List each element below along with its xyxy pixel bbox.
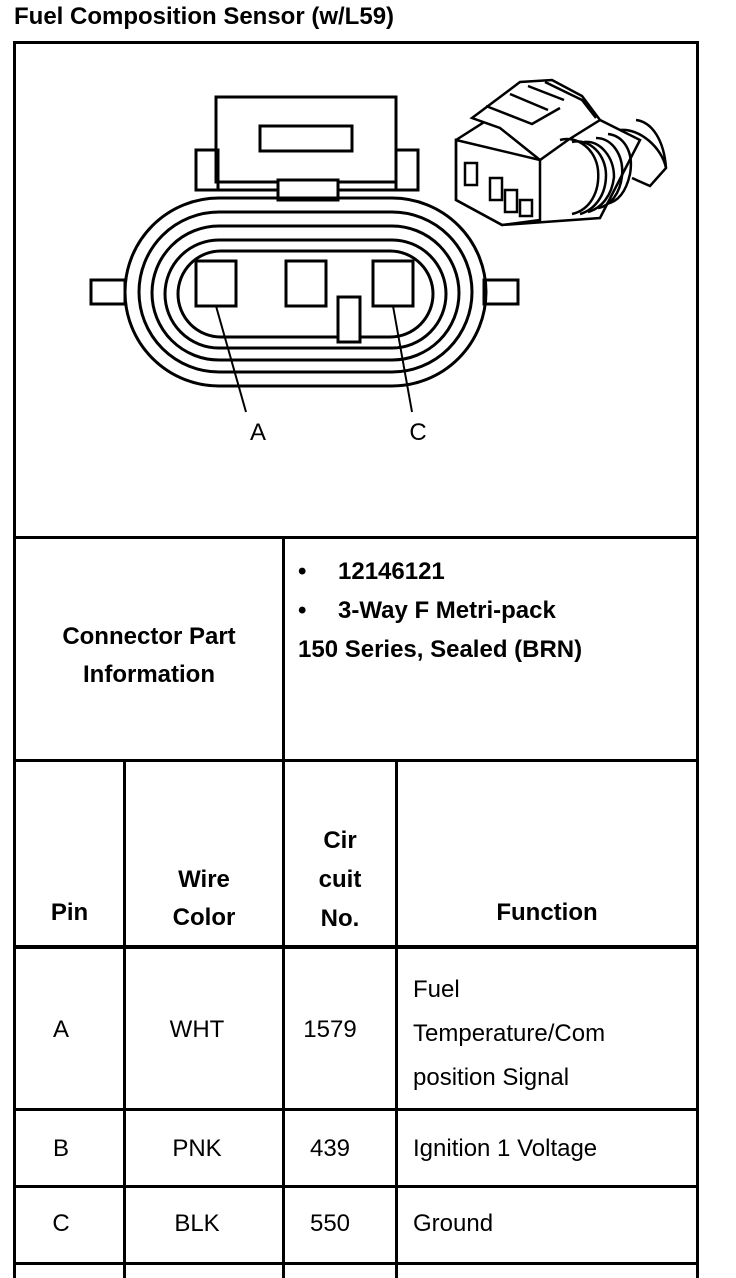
- table-border: [13, 536, 699, 539]
- header-pin: Pin: [50, 899, 89, 926]
- connector-type-item: • 3-Way F Metri-pack: [298, 597, 556, 625]
- table-border: [13, 945, 699, 949]
- row-b-pin: B: [52, 1135, 69, 1162]
- table-border: [13, 41, 16, 1278]
- row-a-function-line2: Temperature/Com: [413, 1020, 606, 1047]
- connector-info-label-line2: Information: [83, 661, 215, 688]
- connector-info-label: Connector Part Information: [16, 618, 282, 694]
- connector-type-line1: 3-Way F Metri-pack: [338, 597, 556, 624]
- row-a-function-line3: position Signal: [413, 1064, 570, 1091]
- header-circuit-line3: No.: [320, 905, 360, 932]
- connector-perspective-view: [454, 78, 668, 227]
- header-circuit-line1: Cir: [323, 827, 357, 854]
- row-c-circuit: 550: [309, 1210, 351, 1237]
- row-b-wire-color: PNK: [172, 1135, 222, 1162]
- table-border: [123, 759, 126, 1278]
- table-border: [13, 1185, 699, 1188]
- row-a-function-line1: Fuel: [413, 976, 460, 1003]
- header-wire-color-line1: Wire: [178, 866, 230, 893]
- bullet-icon: •: [298, 558, 307, 585]
- table-border: [13, 41, 699, 44]
- header-circuit-line2: cuit: [318, 866, 362, 893]
- row-c-function: Ground: [413, 1210, 494, 1237]
- table-border: [13, 1262, 699, 1265]
- table-border: [13, 759, 699, 762]
- row-a-function: Fuel Temperature/Com position Signal: [413, 968, 605, 1100]
- table-border: [395, 759, 398, 1278]
- connector-face-view: [89, 95, 520, 413]
- row-b-circuit: 439: [309, 1135, 351, 1162]
- row-c-wire-color: BLK: [174, 1210, 220, 1237]
- table-border: [696, 41, 699, 1278]
- row-c-pin: C: [52, 1210, 70, 1237]
- header-wire-color-line2: Color: [172, 904, 236, 931]
- row-b-function: Ignition 1 Voltage: [413, 1135, 598, 1162]
- row-a-wire-color: WHT: [169, 1016, 225, 1043]
- bullet-icon: •: [298, 597, 307, 624]
- pin-label-a: A: [250, 419, 266, 446]
- page-title: Fuel Composition Sensor (w/L59): [14, 3, 395, 30]
- row-a-circuit: 1579: [303, 1016, 357, 1043]
- header-wire-color: Wire Color: [126, 861, 282, 937]
- header-circuit: Cir cuit No.: [285, 821, 395, 938]
- row-a-pin: A: [52, 1016, 69, 1043]
- connector-diagram: A C: [89, 78, 668, 446]
- connector-type-line2: 150 Series, Sealed (BRN): [298, 636, 583, 663]
- header-function: Function: [496, 899, 598, 926]
- table-border: [13, 1108, 699, 1111]
- part-number: 12146121: [338, 558, 445, 585]
- table-border: [282, 536, 285, 1278]
- connector-info-label-line1: Connector Part: [62, 623, 236, 650]
- part-number-item: • 12146121: [298, 558, 445, 586]
- pin-label-c: C: [409, 419, 426, 446]
